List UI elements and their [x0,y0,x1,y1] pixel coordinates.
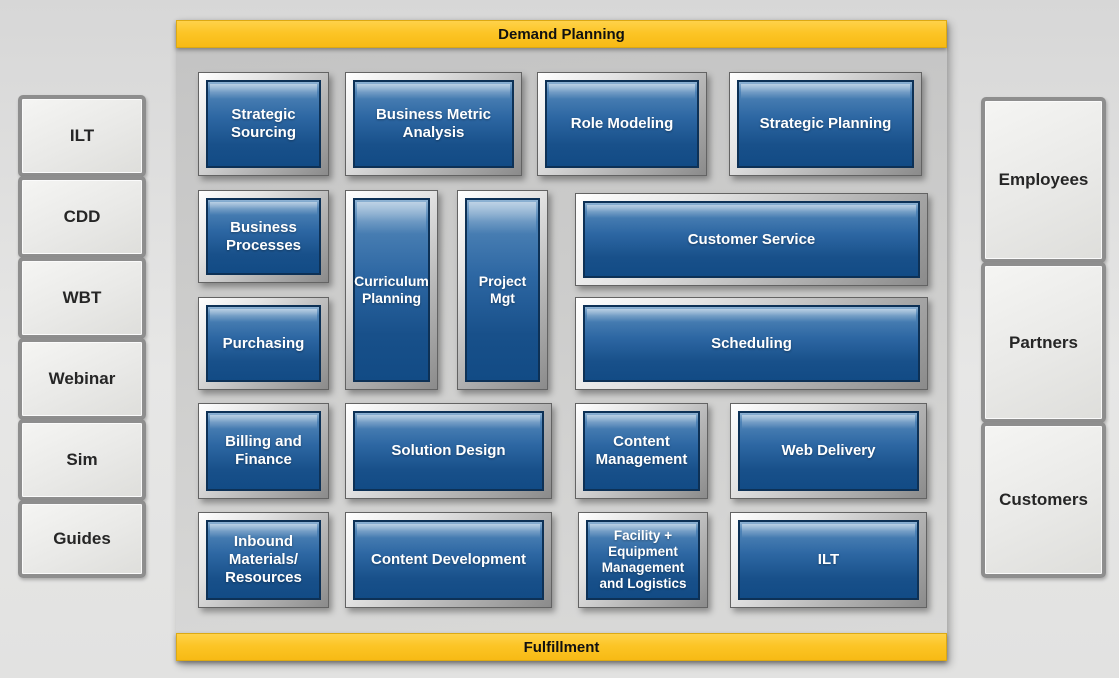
box-role-modeling: Role Modeling [537,72,707,176]
box-content-development-label: Content Development [353,520,544,600]
sidebar-right-item-employees: Employees [981,97,1106,263]
sidebar-right-label: Customers [999,490,1088,509]
box-purchasing-label: Purchasing [206,305,321,382]
sidebar-left-item-wbt: WBT [18,257,146,339]
box-solution-design: Solution Design [345,403,552,499]
demand-planning-banner: Demand Planning [176,20,947,48]
box-content-management: Content Management [575,403,708,499]
box-curriculum-planning-label: Curriculum Planning [353,198,430,382]
box-project-mgt-label: Project Mgt [465,198,540,382]
box-ilt-label: ILT [738,520,919,600]
box-billing-and-finance-label: Billing and Finance [206,411,321,491]
sidebar-right-label: Employees [998,170,1089,189]
sidebar-right-item-customers: Customers [981,422,1106,578]
box-role-modeling-label: Role Modeling [545,80,699,168]
box-purchasing: Purchasing [198,297,329,390]
sidebar-left-label: Sim [66,450,98,469]
sidebar-right-label: Partners [1009,332,1078,352]
fulfillment-label: Fulfillment [523,638,600,656]
box-customer-service-label: Customer Service [583,201,920,278]
box-business-metric-analysis: Business Metric Analysis [345,72,522,176]
sidebar-left-item-sim: Sim [18,419,146,501]
sidebar-right-item-partners: Partners [981,262,1106,423]
fulfillment-banner: Fulfillment [176,633,947,661]
sidebar-left-label: WBT [62,288,102,307]
box-scheduling-label: Scheduling [583,305,920,382]
sidebar-left-label: Guides [53,529,111,548]
box-business-metric-analysis-label: Business Metric Analysis [353,80,514,168]
box-web-delivery: Web Delivery [730,403,927,499]
box-content-development: Content Development [345,512,552,608]
box-customer-service: Customer Service [575,193,928,286]
sidebar-left-item-cdd: CDD [18,176,146,258]
box-content-management-label: Content Management [583,411,700,491]
box-business-processes: Business Processes [198,190,329,283]
sidebar-left-item-ilt: ILT [18,95,146,177]
box-strategic-sourcing-label: Strategic Sourcing [206,80,321,168]
box-curriculum-planning: Curriculum Planning [345,190,438,390]
box-facility-equipment-management-logistics-label: Facility + Equipment Management and Logi… [586,520,700,600]
box-billing-and-finance: Billing and Finance [198,403,329,499]
box-strategic-planning-label: Strategic Planning [737,80,914,168]
box-inbound-materials-resources: Inbound Materials/ Resources [198,512,329,608]
box-solution-design-label: Solution Design [353,411,544,491]
box-ilt: ILT [730,512,927,608]
demand-planning-label: Demand Planning [498,25,625,43]
sidebar-left-label: ILT [69,126,95,145]
sidebar-left-label: Webinar [48,369,116,388]
box-inbound-materials-resources-label: Inbound Materials/ Resources [206,520,321,600]
box-project-mgt: Project Mgt [457,190,548,390]
box-facility-equipment-management-logistics: Facility + Equipment Management and Logi… [578,512,708,608]
sidebar-left-item-webinar: Webinar [18,338,146,420]
box-web-delivery-label: Web Delivery [738,411,919,491]
box-scheduling: Scheduling [575,297,928,390]
box-strategic-sourcing: Strategic Sourcing [198,72,329,176]
sidebar-left-label: CDD [63,207,101,226]
box-business-processes-label: Business Processes [206,198,321,275]
sidebar-left-item-guides: Guides [18,500,146,578]
box-strategic-planning: Strategic Planning [729,72,922,176]
